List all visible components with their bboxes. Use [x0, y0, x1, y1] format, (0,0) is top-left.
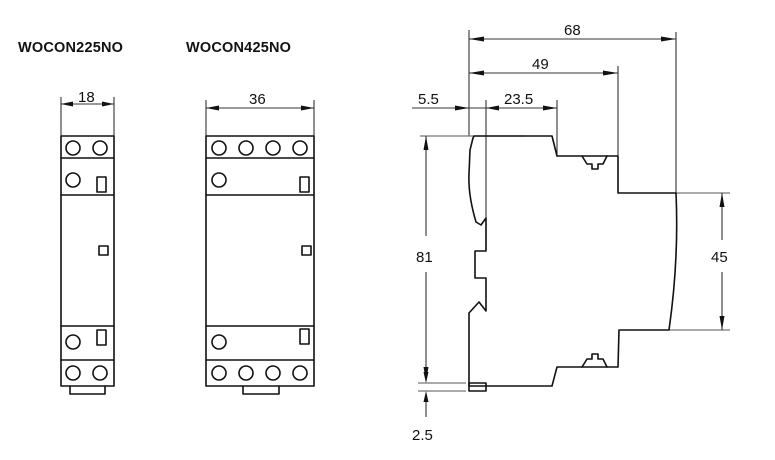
width-label-2p: 18: [78, 89, 95, 106]
terminal-icon: [211, 140, 227, 156]
indicator-icon: [96, 329, 107, 346]
model-title-4p: WOCON425NO: [186, 40, 291, 56]
terminal-icon: [238, 140, 254, 156]
side-profile-outline: [468, 135, 678, 387]
indicator-icon: [98, 245, 109, 256]
terminal-icon: [265, 140, 281, 156]
screw-icon: [581, 155, 608, 170]
terminal-icon: [265, 365, 281, 381]
depth-dimension-49: 49: [469, 56, 619, 156]
body-outline-2p: [60, 135, 115, 387]
depth-dimension-68: 68: [468, 22, 677, 195]
depth-dimension-23-5: 5.5 23.5: [412, 91, 558, 250]
terminal-icon: [211, 334, 227, 350]
terminal-icon: [92, 365, 108, 381]
front-view-4-pole: 36: [205, 91, 315, 395]
terminal-icon: [211, 365, 227, 381]
offset-label-5-5: 5.5: [418, 91, 439, 108]
terminal-icon: [92, 140, 108, 156]
din-clip: [69, 385, 106, 395]
height-dimension-45: 45: [669, 192, 730, 331]
terminal-icon: [65, 140, 81, 156]
width-label-4p: 36: [249, 91, 266, 108]
rail-tab: [468, 382, 487, 392]
depth-label-68: 68: [564, 22, 581, 39]
indicator-icon: [96, 176, 107, 193]
height-label-81: 81: [416, 249, 433, 266]
screw-icon: [581, 353, 608, 368]
terminal-icon: [65, 172, 81, 188]
clearance-dimension-2-5: 2.5: [412, 372, 466, 444]
body-outline-4p: [205, 135, 315, 387]
width-dimension-4p: 36: [205, 91, 315, 136]
terminal-icon: [65, 334, 81, 350]
front-view-2-pole: 18: [60, 89, 115, 395]
indicator-icon: [299, 328, 310, 345]
indicator-icon: [301, 245, 312, 256]
indicator-icon: [299, 176, 310, 193]
height-label-45: 45: [711, 249, 728, 266]
side-view: 68 49 5.5 23.5 81: [412, 22, 730, 444]
depth-label-23-5: 23.5: [504, 91, 533, 108]
width-dimension-2p: 18: [60, 89, 115, 136]
din-clip: [242, 385, 280, 395]
clearance-label-2-5: 2.5: [412, 427, 433, 444]
terminal-icon: [211, 172, 227, 188]
height-dimension-81: 81: [416, 135, 525, 381]
depth-label-49: 49: [532, 56, 549, 73]
model-title-2p: WOCON225NO: [18, 40, 123, 56]
terminal-icon: [238, 365, 254, 381]
terminal-icon: [292, 140, 308, 156]
terminal-icon: [65, 365, 81, 381]
terminal-icon: [292, 365, 308, 381]
